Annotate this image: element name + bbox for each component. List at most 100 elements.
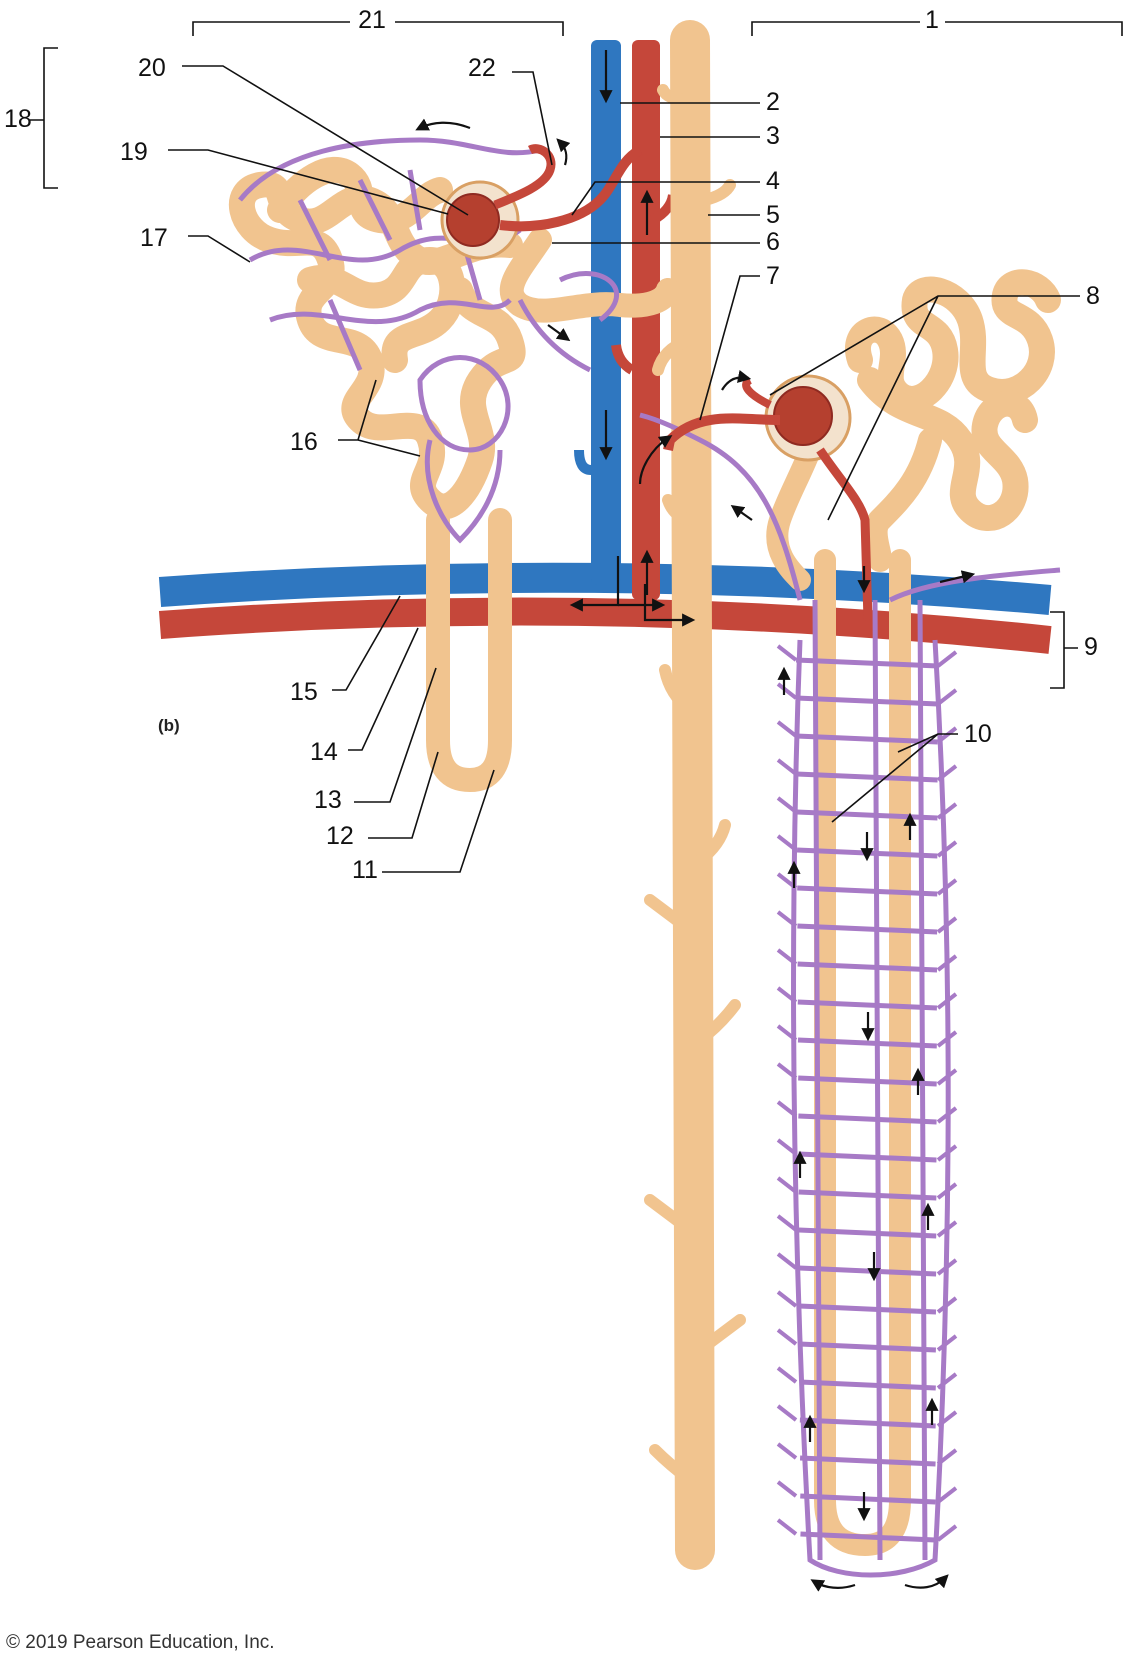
vasa-recta-rung <box>797 885 938 897</box>
panel-label: (b) <box>158 716 180 735</box>
vasa-recta-spur <box>776 1100 798 1118</box>
vasa-recta-spur <box>776 1442 798 1460</box>
label-1: 1 <box>925 6 939 34</box>
vasa-recta-spur <box>776 758 798 776</box>
vasa-recta-spur <box>776 1214 798 1232</box>
vasa-recta-spur <box>776 910 798 928</box>
label-3: 3 <box>766 122 780 150</box>
vasa-recta-spur <box>776 1518 798 1536</box>
vasa-recta-spur <box>936 650 958 668</box>
vasa-recta-spur <box>776 1404 798 1422</box>
collecting-duct <box>644 20 746 1570</box>
label-22: 22 <box>468 54 496 82</box>
vasa-recta-spur <box>936 1068 958 1086</box>
leader-lines <box>30 21 1123 873</box>
vasa-recta-rung <box>797 923 938 935</box>
vasa-recta-rung <box>799 1455 936 1467</box>
vasa-recta-spur <box>936 1144 958 1162</box>
vasa-recta-spur <box>936 1486 958 1504</box>
vasa-recta-spur <box>936 840 958 858</box>
vasa-recta-spur <box>776 644 798 662</box>
label-2: 2 <box>766 88 780 116</box>
label-7: 7 <box>766 262 780 290</box>
cortical-nephron <box>229 137 680 793</box>
interlobular-artery <box>632 40 660 600</box>
vasa-recta-spur <box>936 992 958 1010</box>
vasa-recta-spur <box>776 1328 798 1346</box>
vasa-recta-spur <box>776 1366 798 1384</box>
copyright-notice: © 2019 Pearson Education, Inc. <box>6 1632 275 1653</box>
vasa-recta-spur <box>776 834 798 852</box>
label-9: 9 <box>1084 633 1098 661</box>
vasa-recta-spur <box>936 1448 958 1466</box>
label-5: 5 <box>766 201 780 229</box>
vasa-recta-rung <box>798 1189 937 1201</box>
vasa-recta-spur <box>776 682 798 700</box>
vasa-recta-spur <box>776 1138 798 1156</box>
vasa-recta-spur <box>936 1030 958 1048</box>
vasa-recta-spur <box>936 802 958 820</box>
vasa-recta-spur <box>936 1334 958 1352</box>
vasa-recta-rung <box>799 1379 936 1391</box>
label-12: 12 <box>326 822 354 850</box>
juxtamedullary-nephron <box>639 269 1061 1578</box>
vasa-recta-spur <box>776 796 798 814</box>
vasa-recta-rung <box>796 733 938 745</box>
label-8: 8 <box>1086 282 1100 310</box>
label-14: 14 <box>310 738 338 766</box>
vasa-recta-rung <box>798 1151 937 1163</box>
vasa-recta-spur <box>936 726 958 744</box>
label-18: 18 <box>4 105 32 133</box>
interlobular-vessels <box>574 40 678 600</box>
vasa-recta-spur <box>936 916 958 934</box>
label-21: 21 <box>358 6 386 34</box>
vasa-recta-spur <box>936 1524 958 1542</box>
label-15: 15 <box>290 678 318 706</box>
vasa-recta-spur <box>936 1372 958 1390</box>
vasa-recta-rung <box>797 961 938 973</box>
label-13: 13 <box>314 786 342 814</box>
interlobular-vein-branch <box>574 449 592 475</box>
vasa-recta-spur <box>776 1290 798 1308</box>
vasa-recta-spur <box>936 1220 958 1238</box>
vasa-recta-spur <box>776 720 798 738</box>
vasa-recta-rung <box>799 1417 936 1429</box>
vasa-recta-spur <box>936 688 958 706</box>
vasa-recta-rung <box>798 1113 937 1125</box>
vasa-recta-rung <box>797 1037 937 1049</box>
label-10: 10 <box>964 720 992 748</box>
vasa-recta-rung <box>797 999 938 1011</box>
vasa-recta-rung <box>798 1075 937 1087</box>
vasa-recta-spur <box>776 986 798 1004</box>
vasa-recta-rung <box>799 1341 936 1353</box>
label-6: 6 <box>766 228 780 256</box>
arcuate-artery <box>158 597 1052 654</box>
vasa-recta-spur <box>936 1182 958 1200</box>
vasa-recta-spur <box>936 1106 958 1124</box>
label-16: 16 <box>290 428 318 456</box>
vasa-recta-rung <box>798 1227 937 1239</box>
label-17: 17 <box>140 224 168 252</box>
vasa-recta-spur <box>936 1410 958 1428</box>
vasa-recta-spur <box>936 878 958 896</box>
flow-arrows <box>415 50 976 1592</box>
vasa-recta-rung <box>799 1303 937 1315</box>
label-19: 19 <box>120 138 148 166</box>
vasa-recta-spur <box>776 1252 798 1270</box>
label-4: 4 <box>766 167 780 195</box>
vasa-recta-spur <box>936 954 958 972</box>
vasa-recta-rungs <box>776 644 958 1543</box>
vasa-recta-rung <box>795 657 939 669</box>
vasa-recta-spur <box>776 1024 798 1042</box>
vasa-recta-rung <box>796 695 938 707</box>
vasa-recta-spur <box>776 1176 798 1194</box>
arcuate-vessels <box>158 562 1052 654</box>
vasa-recta-rung <box>800 1493 936 1505</box>
label-11: 11 <box>352 856 378 884</box>
label-20: 20 <box>138 54 166 82</box>
vasa-recta-rung <box>800 1531 936 1543</box>
vasa-recta-spur <box>936 1258 958 1276</box>
interlobular-artery-branch-2 <box>611 344 635 375</box>
